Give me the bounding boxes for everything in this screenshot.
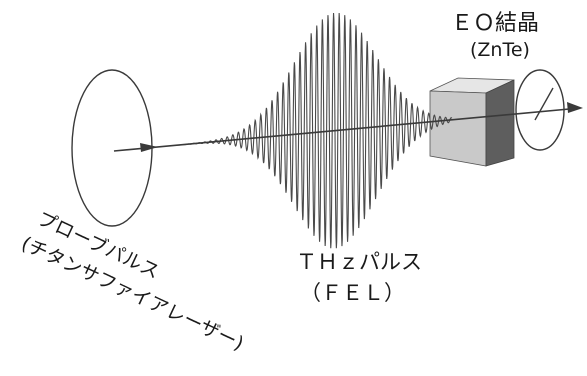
thz-wave-trace [174, 12, 453, 249]
crystal-title-label: ＥＯ結晶 [451, 11, 539, 36]
axis-line [113, 107, 581, 152]
thz-pulse-source-label: （ＦＥＬ） [300, 281, 405, 305]
eo-crystal [429, 77, 515, 167]
axis-arrowhead-left [140, 143, 158, 152]
axis-arrowhead-right [567, 102, 583, 113]
analyzer-ellipse [515, 69, 565, 151]
crystal-side-face [485, 79, 515, 167]
thz-pulse-title-label: ＴＨｚパルス [296, 250, 422, 274]
crystal-material-label: (ZnTe) [470, 39, 530, 61]
propagation-axis [113, 102, 583, 152]
crystal-front-face [429, 90, 487, 167]
thz-waveform [174, 12, 453, 249]
analyzer-polarization-line [534, 87, 554, 121]
